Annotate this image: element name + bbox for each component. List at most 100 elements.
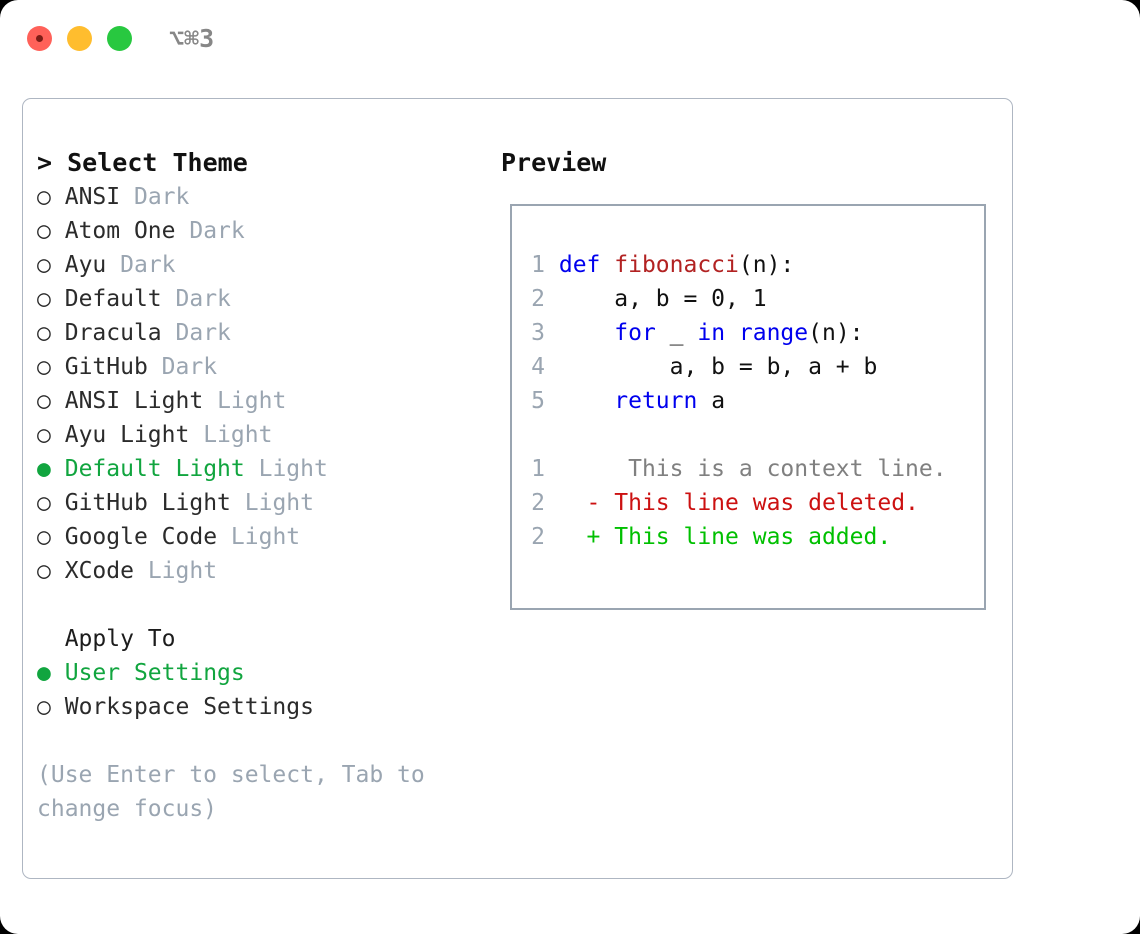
line-number: 3 (531, 320, 545, 346)
title-bar: ⌥⌘3 (0, 0, 1140, 78)
theme-option-ayu-light[interactable]: ○ Ayu Light Light (37, 418, 507, 452)
theme-category: Dark (175, 320, 231, 346)
radio-selected-icon: ● (37, 456, 51, 482)
panel-columns: > Select Theme ○ ANSI Dark○ Atom One Dar… (23, 99, 1012, 878)
theme-category: Dark (133, 184, 190, 210)
row-spacer (162, 286, 176, 312)
diff-line-add: 2 + This line was added. (526, 520, 947, 554)
theme-name: ANSI (64, 184, 121, 210)
row-spacer (51, 354, 65, 380)
theme-category: Dark (120, 252, 176, 278)
row-spacer (162, 320, 176, 346)
theme-name: Ayu Light (64, 422, 190, 448)
theme-name: GitHub (64, 354, 148, 380)
minimize-button[interactable] (67, 26, 92, 51)
theme-option-github-light[interactable]: ○ GitHub Light Light (37, 486, 507, 520)
gutter-gap (545, 252, 559, 278)
line-number: 2 (531, 490, 545, 516)
row-spacer (51, 286, 65, 312)
theme-selector-column: > Select Theme ○ ANSI Dark○ Atom One Dar… (37, 146, 507, 826)
theme-name: Google Code (64, 524, 218, 550)
theme-category: Light (147, 558, 218, 584)
code-token: a, b = 0, 1 (558, 286, 767, 312)
theme-name: GitHub Light (64, 490, 231, 516)
code-token: (n): (808, 320, 864, 346)
section-gap (37, 588, 507, 622)
close-button[interactable] (27, 26, 52, 51)
row-spacer (51, 320, 65, 346)
theme-option-ansi-light[interactable]: ○ ANSI Light Light (37, 384, 507, 418)
theme-category: Light (244, 490, 314, 516)
gutter-gap (545, 286, 559, 312)
line-number: 2 (531, 286, 545, 312)
apply-heading-text: Apply To (64, 626, 176, 652)
row-spacer (51, 422, 65, 448)
row-spacer (51, 456, 65, 482)
apply-to-heading: Apply To (37, 622, 507, 656)
code-line: 4 a, b = b, a + b (526, 350, 947, 384)
radio-unselected-icon: ○ (37, 354, 51, 380)
theme-name: Default (64, 286, 162, 312)
apply-to-option-workspace-settings[interactable]: ○ Workspace Settings (37, 690, 507, 724)
theme-option-atom-one[interactable]: ○ Atom One Dark (37, 214, 507, 248)
radio-unselected-icon: ○ (37, 524, 51, 550)
code-token: def (558, 252, 615, 278)
theme-option-default[interactable]: ○ Default Dark (37, 282, 507, 316)
code-line: 5 return a (526, 384, 947, 418)
diff-sign: + (586, 524, 601, 550)
preview-column: Preview 1 def fibonacci(n):2 a, b = 0, 1… (501, 146, 1001, 610)
row-spacer (51, 694, 65, 720)
theme-option-dracula[interactable]: ○ Dracula Dark (37, 316, 507, 350)
heading-text: Select Theme (67, 148, 248, 177)
row-spacer (134, 558, 148, 584)
line-number: 5 (531, 388, 545, 414)
theme-option-ansi[interactable]: ○ ANSI Dark (37, 180, 507, 214)
radio-unselected-icon: ○ (37, 558, 51, 584)
row-spacer (120, 184, 134, 210)
theme-option-google-code[interactable]: ○ Google Code Light (37, 520, 507, 554)
apply-to-list: ● User Settings○ Workspace Settings (37, 656, 507, 724)
radio-unselected-icon: ○ (37, 694, 51, 720)
preview-heading: Preview (501, 148, 607, 177)
theme-option-default-light[interactable]: ● Default Light Light (37, 452, 507, 486)
radio-unselected-icon: ○ (37, 422, 51, 448)
gutter-gap (545, 388, 559, 414)
maximize-button[interactable] (107, 26, 132, 51)
apply-to-label: Workspace Settings (64, 694, 314, 720)
keyboard-hint: (Use Enter to select, Tab to change focu… (37, 762, 425, 822)
theme-name: ANSI Light (64, 388, 204, 414)
close-icon (36, 35, 43, 42)
theme-name: XCode (64, 558, 134, 584)
row-spacer (217, 524, 231, 550)
row-spacer (231, 490, 245, 516)
radio-unselected-icon: ○ (37, 252, 51, 278)
row-spacer (51, 660, 65, 686)
diff-text: This is a context line. (600, 456, 947, 482)
row-spacer (51, 252, 65, 278)
theme-category: Light (217, 388, 287, 414)
theme-option-github[interactable]: ○ GitHub Dark (37, 350, 507, 384)
diff-text: This line was deleted. (600, 490, 919, 516)
row-spacer (51, 388, 65, 414)
heading-spacer (52, 148, 67, 177)
main-panel: > Select Theme ○ ANSI Dark○ Atom One Dar… (22, 98, 1013, 879)
radio-unselected-icon: ○ (37, 320, 51, 346)
apply-to-option-user-settings[interactable]: ● User Settings (37, 656, 507, 690)
gutter-gap (545, 456, 587, 482)
row-spacer (176, 218, 190, 244)
code-token: fibonacci (614, 252, 739, 278)
theme-option-xcode[interactable]: ○ XCode Light (37, 554, 507, 588)
theme-category: Dark (175, 286, 231, 312)
keyboard-shortcut-label: ⌥⌘3 (169, 24, 215, 53)
row-spacer (51, 558, 65, 584)
code-line: 3 for _ in range(n): (526, 316, 947, 350)
row-spacer (148, 354, 162, 380)
radio-unselected-icon: ○ (37, 286, 51, 312)
radio-unselected-icon: ○ (37, 184, 51, 210)
theme-category: Light (203, 422, 273, 448)
theme-option-ayu[interactable]: ○ Ayu Dark (37, 248, 507, 282)
theme-category: Dark (189, 218, 245, 244)
radio-unselected-icon: ○ (37, 218, 51, 244)
code-token: range (738, 320, 809, 346)
